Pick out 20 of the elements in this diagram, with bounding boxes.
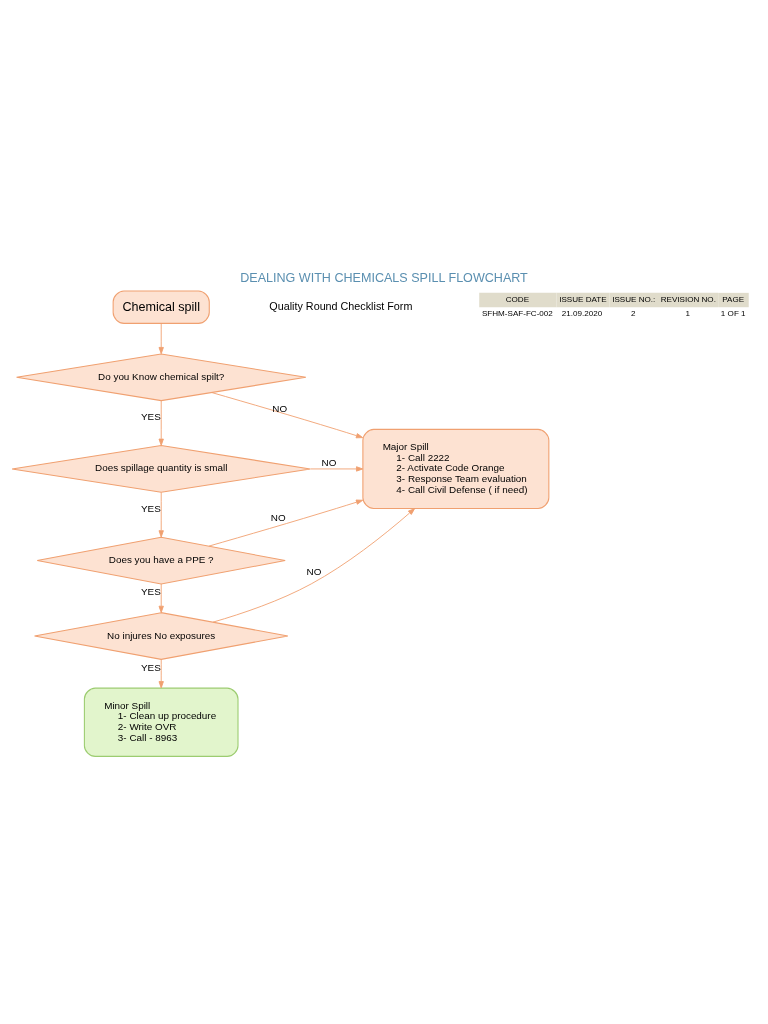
label: ISSUE NO.:: [612, 294, 656, 304]
edge-label: YES: [140, 502, 161, 514]
diagram-title: DEALING WITH CHEMICALS SPILL FLOWCHART: [240, 270, 528, 285]
label: 2: [631, 308, 636, 318]
label: CODE: [505, 294, 530, 304]
label: 1: [685, 308, 690, 318]
edge-label: NO: [272, 402, 288, 414]
edge-label: YES: [140, 585, 161, 597]
edge-label: NO: [321, 456, 337, 468]
edge-label: NO: [306, 565, 322, 577]
edge-label: NO: [270, 511, 286, 523]
label: SFHM-SAF-FC-002: [481, 308, 553, 318]
label: 21.09.2020: [561, 308, 603, 318]
label: Quality Round Checklist Form: [269, 299, 413, 312]
label: PAGE: [722, 294, 745, 304]
edge-label: YES: [140, 661, 161, 673]
label: 1 OF 1: [720, 308, 746, 318]
label: ISSUE DATE: [559, 294, 607, 304]
label: REVISION NO.: [660, 294, 716, 304]
edge-label: YES: [140, 410, 161, 422]
